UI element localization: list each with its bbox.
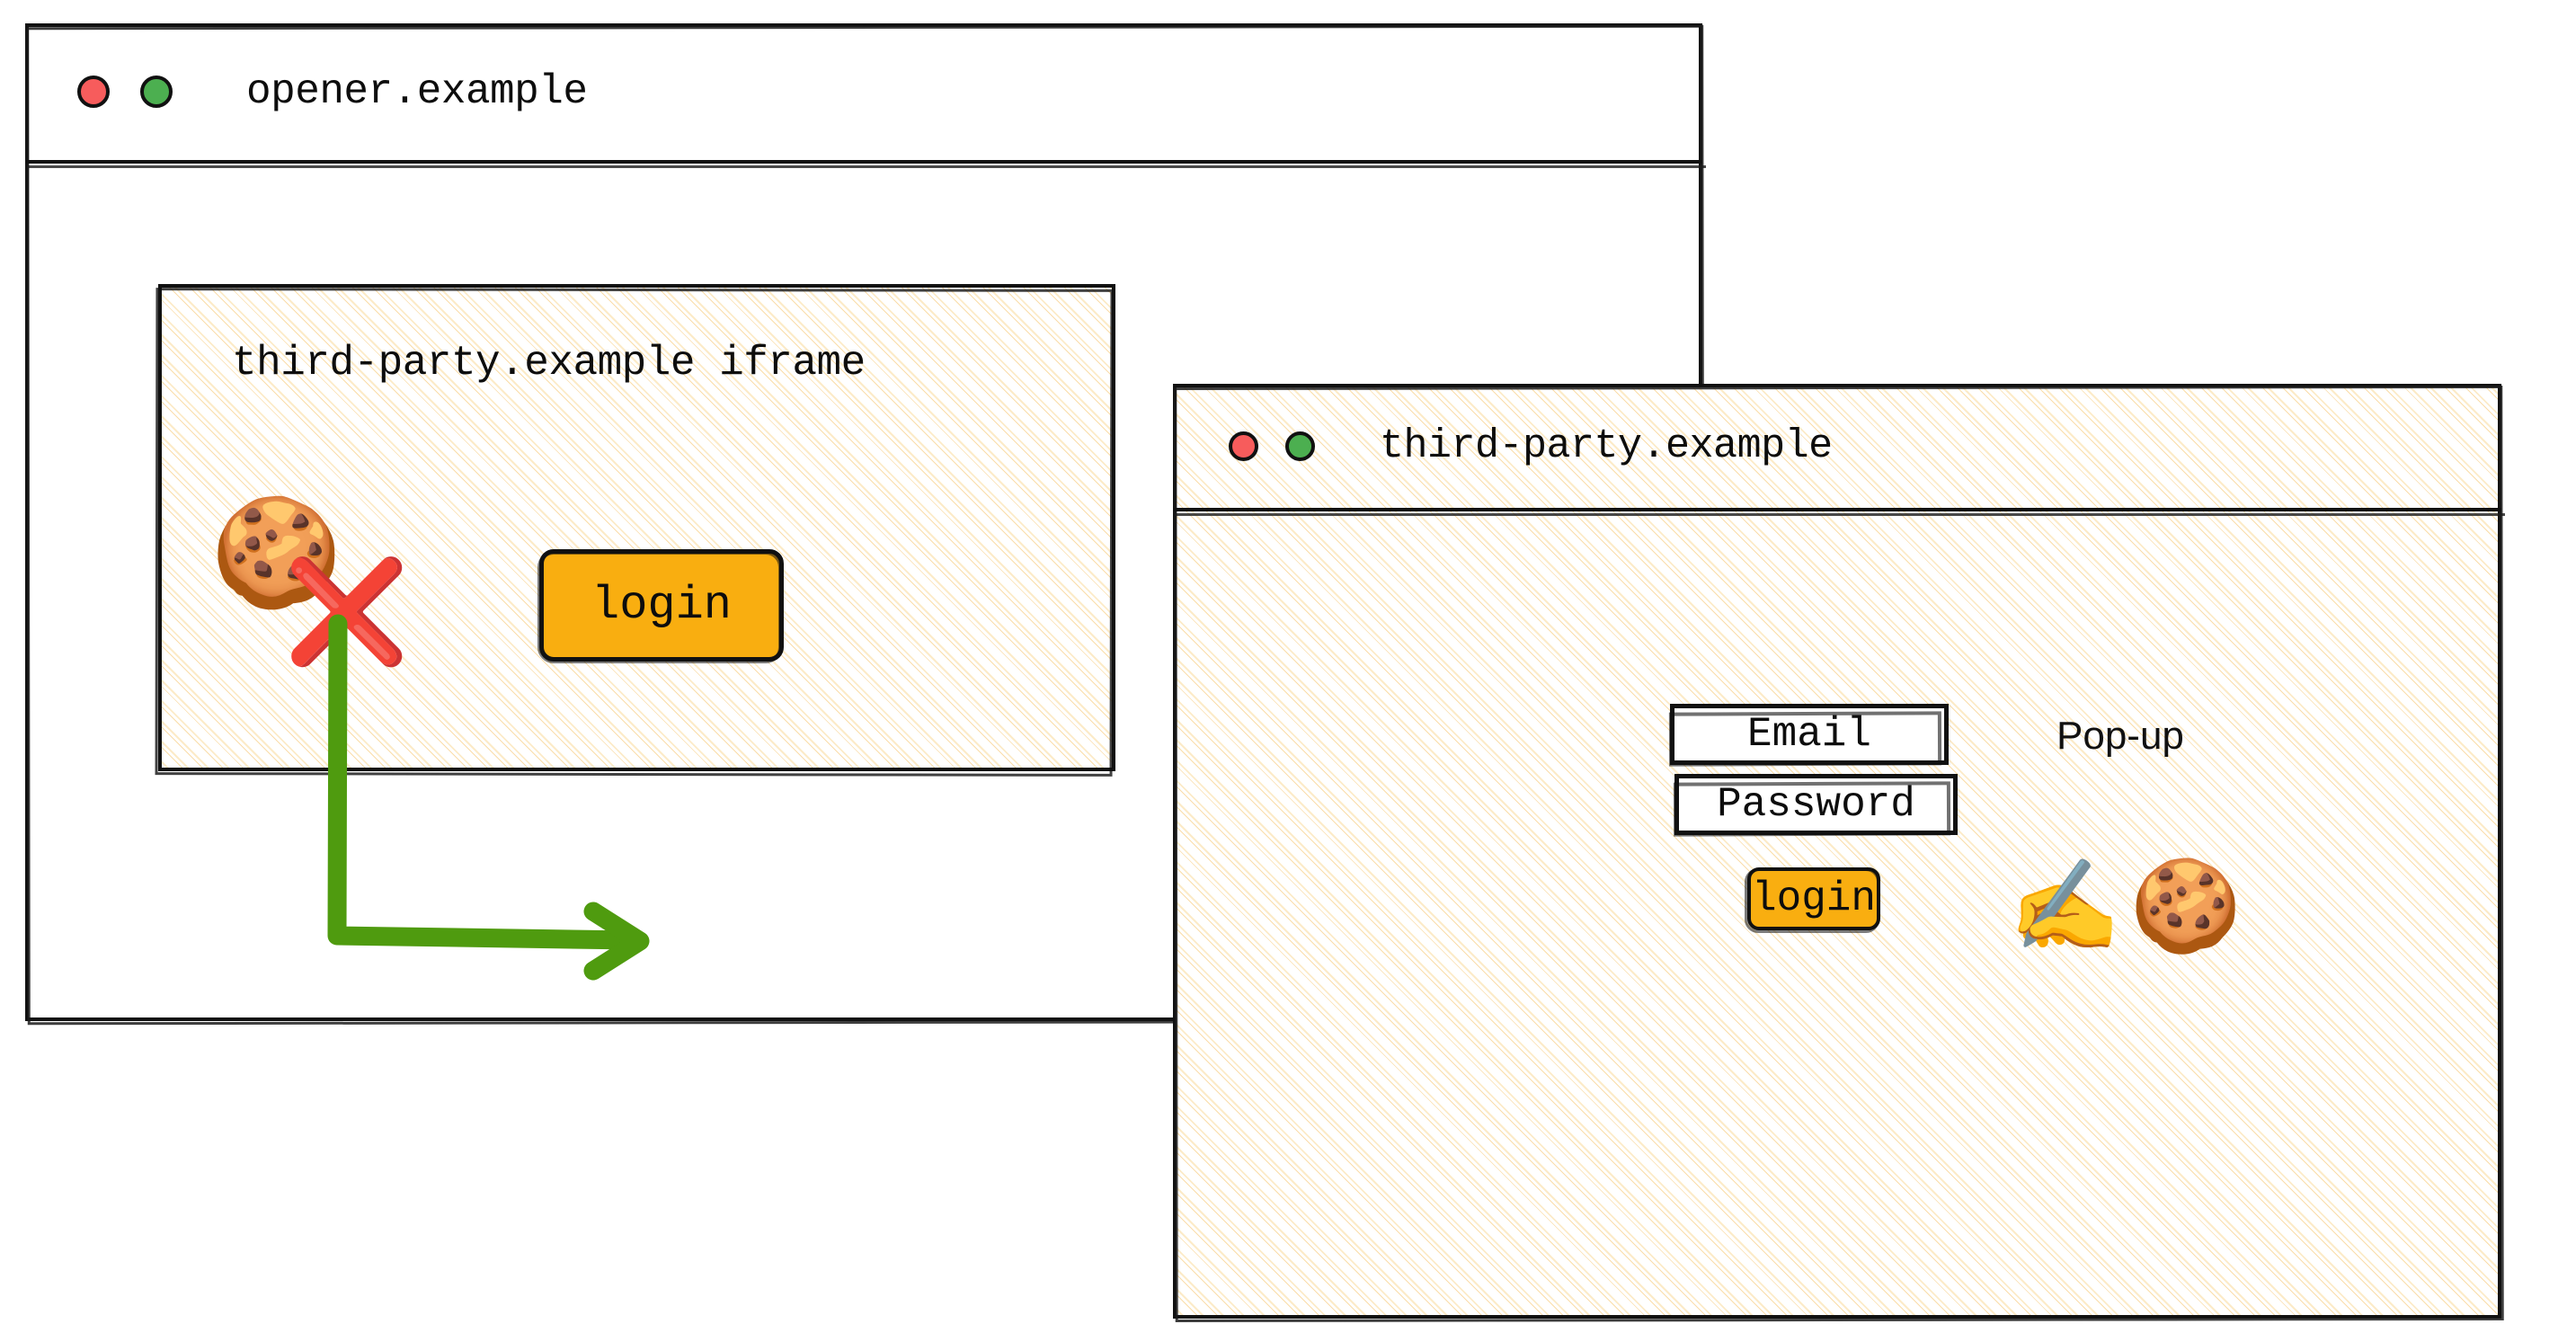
- email-field[interactable]: Email: [1670, 704, 1949, 765]
- minimize-dot[interactable]: [1285, 431, 1315, 461]
- iframe-label: third-party.example iframe: [232, 340, 866, 387]
- close-dot[interactable]: [77, 76, 110, 108]
- popup-window: third-party.example Email Password login…: [1173, 384, 2505, 1323]
- popup-login-button[interactable]: login: [1745, 867, 1880, 933]
- close-dot[interactable]: [1229, 431, 1258, 461]
- opener-titlebar-divider: [25, 160, 1706, 168]
- cookie-blocked-cross-icon: ❌: [284, 563, 410, 677]
- cookie-icon: 🍪: [2129, 863, 2243, 964]
- opener-titlebar: opener.example: [25, 23, 1706, 168]
- cookie-icon: 🍪: [210, 502, 342, 621]
- minimize-dot[interactable]: [140, 76, 173, 108]
- popup-emoji-row: ✍️ 🍪: [2009, 869, 2242, 959]
- popup-window-title: third-party.example: [1380, 422, 1833, 469]
- password-field[interactable]: Password: [1674, 774, 1958, 835]
- opener-window-controls: [77, 76, 173, 108]
- popup-window-border-sketch: [1174, 385, 2504, 1323]
- popup-window-controls: [1229, 431, 1315, 461]
- popup-window-border: [1173, 384, 2501, 1319]
- popup-titlebar-divider: [1173, 508, 2505, 516]
- popup-annotation-label: Pop-up: [2056, 714, 2184, 758]
- opener-window-title: opener.example: [246, 68, 588, 115]
- writing-hand-icon: ✍️: [2009, 863, 2121, 964]
- iframe-login-button[interactable]: login: [537, 549, 784, 663]
- popup-titlebar: third-party.example: [1173, 384, 2505, 516]
